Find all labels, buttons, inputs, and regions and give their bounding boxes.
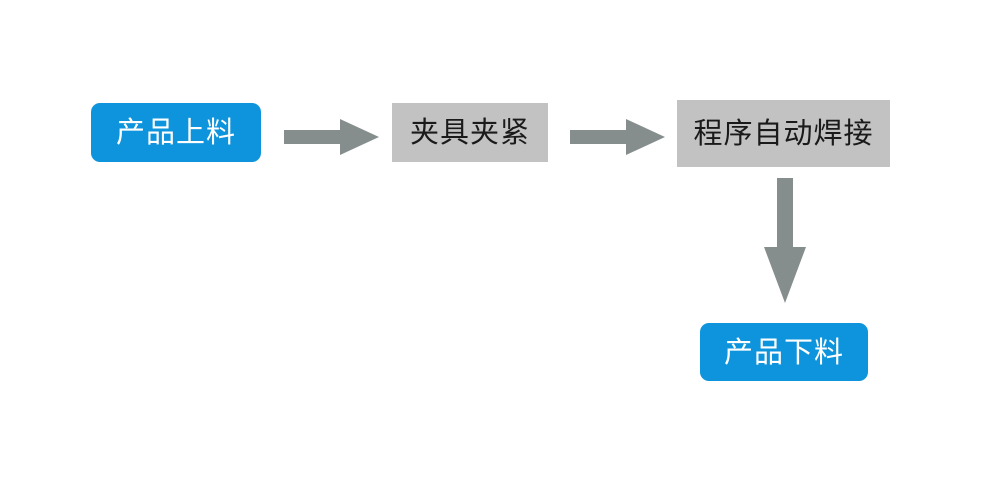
arrow-right-clamp-to-weld xyxy=(570,118,666,156)
flow-node-automatic-program-welding[interactable]: 程序自动焊接 xyxy=(677,100,890,167)
flow-node-product-loading[interactable]: 产品上料 xyxy=(91,103,261,162)
flow-node-label: 产品上料 xyxy=(115,115,236,149)
flow-node-label: 程序自动焊接 xyxy=(693,116,874,150)
flow-node-fixture-clamping[interactable]: 夹具夹紧 xyxy=(392,103,548,162)
flow-node-label: 产品下料 xyxy=(723,334,844,369)
arrow-right-loading-to-clamp xyxy=(284,118,380,156)
arrow-down-weld-to-unloading xyxy=(760,178,810,304)
flow-node-label: 夹具夹紧 xyxy=(409,115,530,149)
flow-node-product-unloading[interactable]: 产品下料 xyxy=(700,323,868,381)
